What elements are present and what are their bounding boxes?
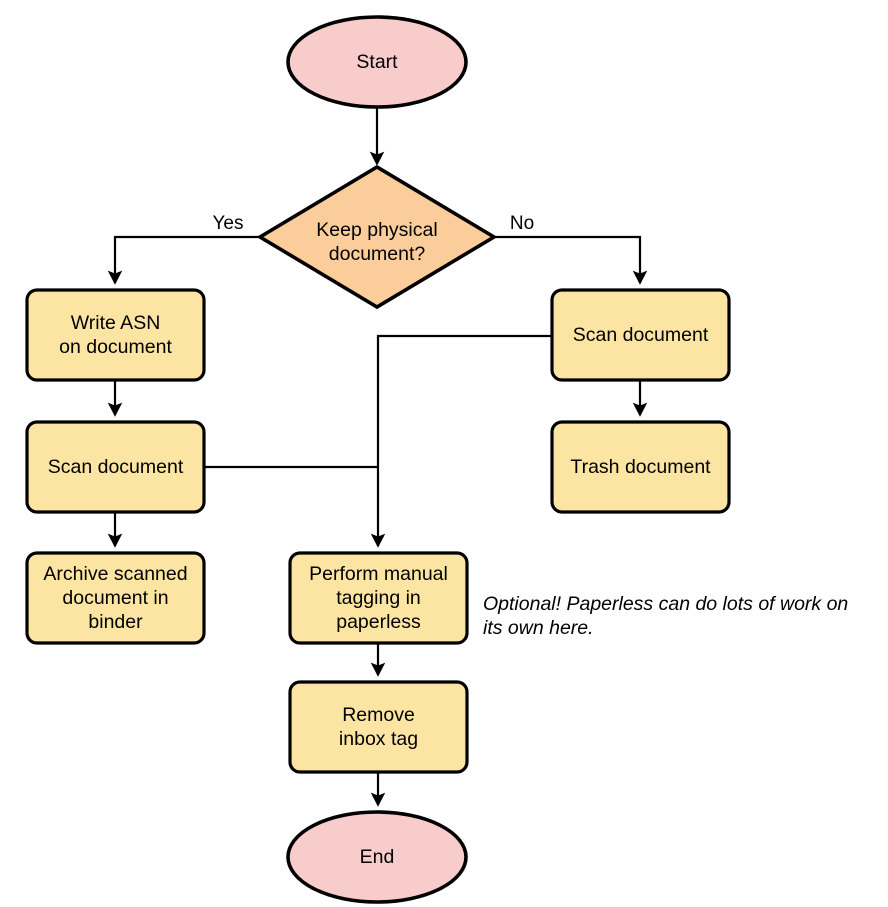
start-label: Start	[356, 51, 398, 73]
remove-inbox-tag-box	[288, 680, 469, 774]
trash-document-label: Trash document	[570, 456, 711, 478]
end-label: End	[360, 846, 395, 868]
node-manual-tagging[interactable]: Perform manual tagging in paperless	[288, 551, 469, 645]
node-end[interactable]: End	[286, 810, 468, 904]
write-asn-label-line-2: on document	[59, 336, 172, 358]
write-asn-label-line-1: Write ASN	[71, 312, 161, 334]
end-ellipse	[286, 810, 468, 904]
scan-document-left-box	[25, 420, 206, 514]
scan-document-left-label: Scan document	[48, 456, 184, 478]
node-scan-document-left[interactable]: Scan document	[25, 420, 206, 514]
scan-document-right-box	[550, 288, 731, 382]
optional-note-line-1: Optional! Paperless can do lots of work …	[483, 593, 848, 615]
remove-inbox-tag-label-line-2: inbox tag	[339, 728, 418, 750]
scan-document-right-label: Scan document	[573, 324, 709, 346]
manual-tagging-label-line-3: paperless	[336, 611, 421, 633]
archive-in-binder-box	[25, 551, 206, 645]
decision-label-line-1: Keep physical	[316, 219, 437, 241]
edge-label-no: No	[510, 213, 534, 234]
node-scan-document-right[interactable]: Scan document	[550, 288, 731, 382]
node-remove-inbox-tag[interactable]: Remove inbox tag	[288, 680, 469, 774]
archive-in-binder-label-line-2: document in	[62, 587, 168, 609]
edge-scan-right-to-manual-tagging	[370, 334, 552, 548]
optional-note-line-2: its own here.	[483, 617, 594, 639]
edge-label-yes: Yes	[213, 213, 244, 234]
edge-label-layer: Yes No	[213, 213, 535, 234]
node-decision-keep-physical[interactable]: Keep physical document?	[256, 164, 498, 310]
edge-layer	[107, 107, 648, 807]
node-trash-document[interactable]: Trash document	[550, 420, 731, 514]
manual-tagging-label-line-2: tagging in	[336, 587, 421, 609]
node-archive-in-binder[interactable]: Archive scanned document in binder	[25, 551, 206, 645]
edge-decision-no-to-scan-right	[494, 235, 648, 285]
manual-tagging-label-line-1: Perform manual	[309, 563, 448, 585]
node-start[interactable]: Start	[286, 15, 468, 109]
annotation-optional-note: Optional! Paperless can do lots of work …	[483, 593, 848, 639]
decision-diamond	[256, 164, 498, 310]
archive-in-binder-label-line-1: Archive scanned	[43, 563, 187, 585]
write-asn-box	[25, 288, 206, 382]
decision-label-line-2: document?	[329, 243, 426, 265]
node-write-asn[interactable]: Write ASN on document	[25, 288, 206, 382]
start-ellipse	[286, 15, 468, 109]
manual-tagging-box	[288, 551, 469, 645]
edge-decision-yes-to-write-asn	[107, 235, 260, 285]
archive-in-binder-label-line-3: binder	[88, 611, 143, 633]
trash-document-box	[550, 420, 731, 514]
remove-inbox-tag-label-line-1: Remove	[342, 704, 415, 726]
